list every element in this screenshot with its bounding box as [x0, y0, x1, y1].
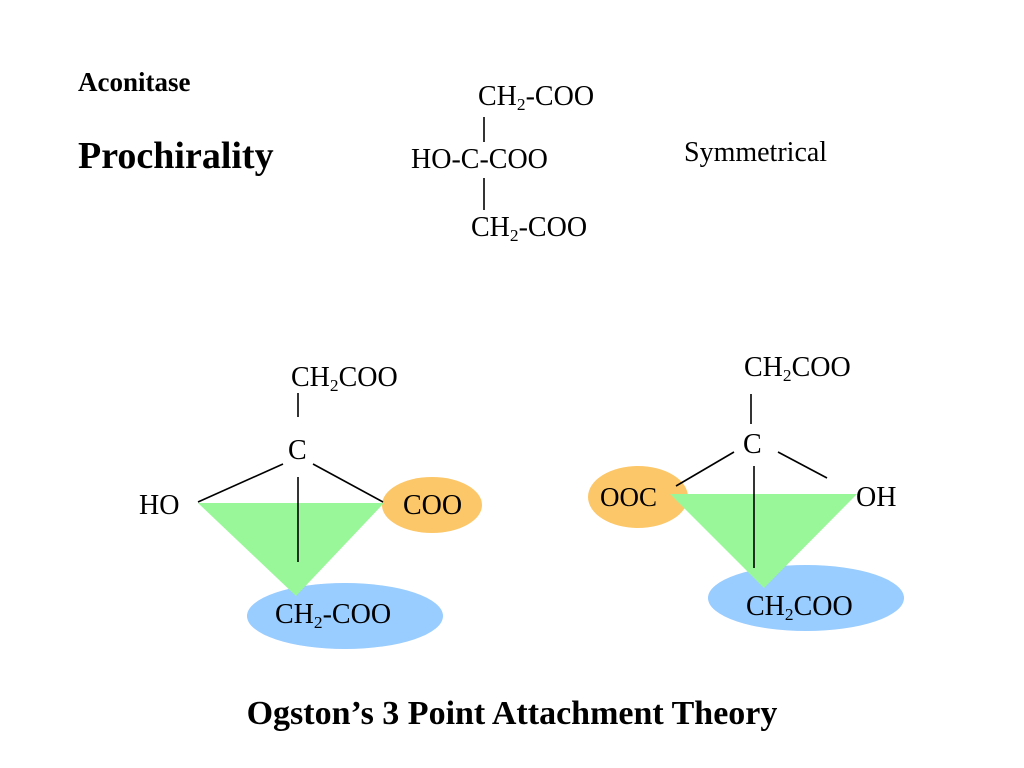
right-model-bond-ooc: [675, 451, 735, 487]
left-model-orange-label: COO: [403, 490, 463, 521]
theory-caption: Ogston’s 3 Point Attachment Theory: [246, 695, 778, 732]
right-model-blue-site: [708, 565, 904, 631]
right-model-blue-label: CH2COO: [746, 591, 853, 624]
top-structure-lower-group: CH2-COO: [471, 212, 588, 245]
right-model-center-carbon: C: [743, 429, 762, 460]
heading: Aconitase: [78, 67, 191, 97]
left-model-top-group: CH2COO: [291, 362, 398, 395]
left-model-orange-site: [382, 477, 482, 533]
left-model-blue-label: CH2-COO: [275, 599, 392, 632]
left-model-blue-site: [247, 583, 443, 649]
symmetry-note: Symmetrical: [684, 137, 828, 168]
left-model-bond-coo: [312, 463, 384, 503]
page-title: Prochirality: [78, 135, 274, 177]
left-model-hydroxyl: HO: [139, 490, 180, 521]
left-model-triangle: [198, 503, 384, 596]
right-model-orange-label: OOC: [600, 482, 658, 512]
right-model-top-group: CH2COO: [744, 352, 851, 385]
right-model-orange-site: [588, 466, 688, 528]
top-structure-central-group: HO-C-COO: [411, 144, 548, 175]
right-model-triangle: [670, 494, 857, 588]
top-structure-upper-group: CH2-COO: [478, 81, 595, 114]
left-model-center-carbon: C: [288, 435, 307, 466]
left-model-bond-ho: [197, 463, 284, 503]
right-model-hydroxyl: OH: [856, 482, 897, 513]
right-model-bond-oh: [777, 451, 828, 479]
